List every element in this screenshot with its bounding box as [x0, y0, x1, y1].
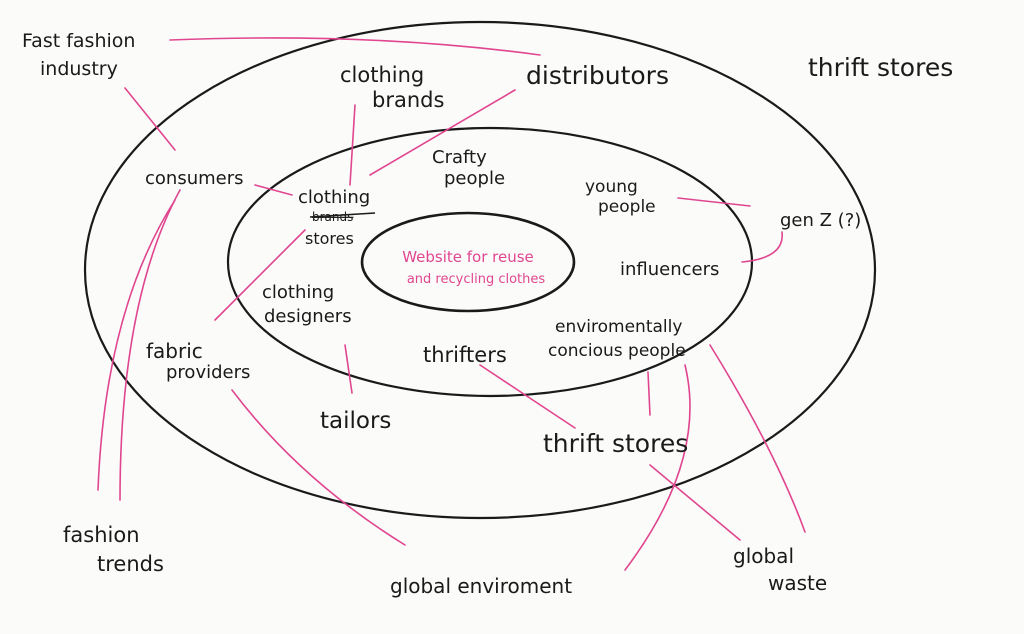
- label-fast-fashion-2: industry: [40, 58, 118, 80]
- center-title-line2: and recycling clothes: [407, 272, 546, 287]
- label-global-env: global enviroment: [390, 574, 572, 598]
- label-clothing-brands: clothing: [340, 63, 424, 87]
- label-fashion-trends-2: trends: [97, 552, 164, 576]
- label-consumers: consumers: [145, 168, 244, 189]
- label-crafty: Crafty: [432, 147, 487, 168]
- label-gen-z: gen Z (?): [780, 210, 861, 231]
- label-fashion-trends: fashion: [63, 523, 140, 547]
- connector-lines: [97, 37, 806, 571]
- label-clothing-stores-struck: brands: [312, 210, 353, 224]
- label-clothing-brands-2: brands: [372, 88, 444, 112]
- label-tailors: tailors: [320, 408, 391, 434]
- label-clothing-stores: clothing: [298, 187, 370, 208]
- label-crafty-2: people: [444, 168, 505, 189]
- label-thrift-stores-outer: thrift stores: [808, 53, 953, 82]
- label-fabric: fabric: [146, 339, 203, 363]
- label-clothing-stores-2: stores: [305, 229, 354, 248]
- outer-ellipse: [83, 20, 877, 520]
- label-fabric-2: providers: [166, 362, 250, 383]
- label-global-waste: global: [733, 544, 794, 568]
- center-title-line1: Website for reuse: [402, 248, 534, 266]
- label-thrift-stores-mid: thrift stores: [543, 429, 688, 458]
- label-global-waste-2: waste: [768, 571, 827, 595]
- label-young: young: [585, 177, 638, 197]
- inner-ellipse: [360, 211, 576, 313]
- label-enviro: enviromentally: [555, 317, 682, 337]
- label-thrifters: thrifters: [423, 343, 507, 367]
- label-distributors: distributors: [526, 61, 669, 90]
- label-young-2: people: [598, 197, 656, 217]
- middle-ellipse: [226, 126, 754, 398]
- label-influencers: influencers: [620, 259, 719, 280]
- label-fast-fashion: Fast fashion: [22, 30, 135, 52]
- label-clothing-designers: clothing: [262, 282, 334, 303]
- strike-line: [309, 212, 376, 218]
- label-enviro-2: concious people: [548, 341, 686, 361]
- label-clothing-designers-2: designers: [264, 306, 352, 327]
